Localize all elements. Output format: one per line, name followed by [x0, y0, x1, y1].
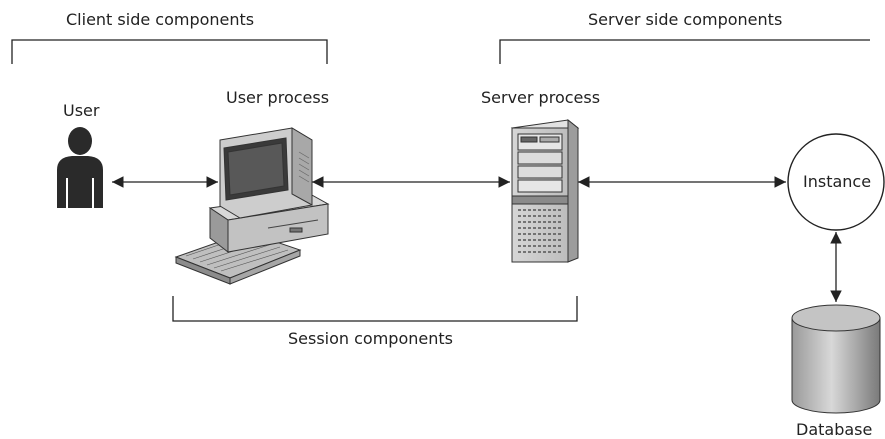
server-process-label: Server process [481, 88, 601, 107]
session-bracket [172, 296, 578, 322]
client-side-bracket [11, 39, 328, 64]
user-icon [57, 127, 103, 208]
database-cylinder-icon [791, 304, 881, 414]
server-side-bracket [499, 39, 870, 64]
user-label: User [63, 101, 100, 120]
session-components-label: Session components [288, 329, 453, 348]
user-process-label: User process [226, 88, 330, 107]
server-side-label: Server side components [588, 10, 783, 29]
client-side-label: Client side components [66, 10, 255, 29]
instance-label: Instance [803, 172, 872, 191]
desktop-computer-icon [174, 127, 330, 285]
tower-server-icon [510, 118, 580, 263]
instance-circle [787, 133, 885, 231]
database-label: Database [796, 420, 873, 439]
